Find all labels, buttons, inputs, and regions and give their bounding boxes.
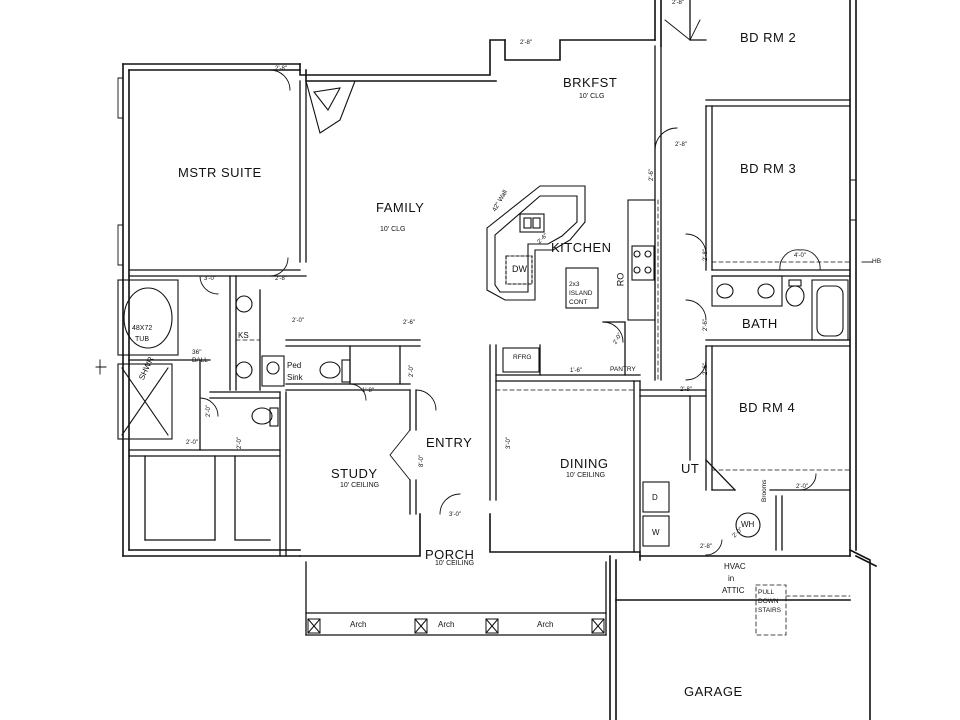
dim-label: 1'-8": [362, 388, 374, 394]
room-ceiling-dining: 10' CEILING: [566, 472, 606, 479]
room-label-dining: DINING: [560, 456, 609, 471]
dim-label: 2'-8": [275, 66, 287, 72]
dim-label: 3'-0": [204, 276, 216, 282]
label-island-1: 2x3: [569, 281, 580, 288]
label-hvac-attic: ATTIC: [722, 586, 745, 595]
label-rfrg: RFRG: [513, 354, 532, 361]
dim-label: 2'-8": [675, 142, 687, 148]
dim-label: 2'-8": [275, 276, 287, 282]
kitchen-counters: [305, 80, 656, 373]
room-label-entry: ENTRY: [426, 435, 473, 450]
dim-label: 1'-6": [570, 368, 582, 374]
label-stairs: STAIRS: [758, 607, 781, 614]
door-swings: [95, 19, 873, 556]
label-dw: DW: [512, 264, 527, 274]
dim-label: 2'-6": [702, 363, 709, 375]
label-arch-3: Arch: [537, 620, 554, 629]
dim-label: 2'-0": [205, 405, 212, 417]
label-wh: WH: [741, 520, 755, 529]
room-label-study: STUDY: [331, 466, 378, 481]
room-label-mstr-suite: MSTR SUITE: [178, 165, 262, 180]
label-sink: Sink: [287, 373, 303, 382]
dashed-lines: [235, 199, 851, 636]
dim-label: 2'-8": [680, 387, 692, 393]
label-dryer: D: [652, 493, 658, 502]
label-arch-2: Arch: [438, 620, 455, 629]
room-label-brkfst: BRKFST: [563, 75, 618, 90]
dim-label: 2'-8": [700, 544, 712, 550]
label-ball-size: 36": [192, 349, 202, 356]
dim-label: 2'-6": [648, 169, 655, 181]
label-ped: Ped: [287, 361, 302, 370]
label-island-2: ISLAND: [569, 290, 593, 297]
label-washer: W: [652, 528, 660, 537]
label-down: DOWN: [758, 598, 779, 605]
bath-fixtures: [117, 275, 849, 547]
label-arch-1: Arch: [350, 620, 367, 629]
label-tub: TUB: [135, 336, 149, 343]
label-pull: PULL: [758, 589, 775, 596]
exterior-walls: [122, 0, 878, 720]
label-brooms: Brooms: [761, 479, 768, 502]
label-hvac-in: in: [728, 574, 735, 583]
room-ceiling-brkfst: 10' CLG: [579, 93, 605, 100]
label-hb: HB: [872, 258, 882, 265]
label-ball: BALL: [192, 357, 208, 364]
room-label-bath: BATH: [742, 316, 778, 331]
room-label-family: FAMILY: [376, 200, 425, 215]
dim-label: 2'-8": [520, 40, 532, 46]
dim-label: 2'-8": [672, 0, 684, 6]
dim-label: 3'-0": [505, 437, 512, 449]
dim-label: 2'-6": [403, 320, 415, 326]
dim-label: 2'-0": [236, 437, 243, 449]
room-label-bd-rm-4: BD RM 4: [739, 400, 796, 415]
room-label-bd-rm-2: BD RM 2: [740, 30, 797, 45]
label-pantry: PANTRY: [610, 366, 636, 373]
room-label-bd-rm-3: BD RM 3: [740, 161, 797, 176]
interior-walls: [128, 0, 851, 636]
label-tub-size: 48X72: [132, 325, 153, 332]
label-hvac: HVAC: [724, 562, 746, 571]
room-ceiling-family: 10' CLG: [380, 226, 406, 233]
porch-arches: [307, 618, 605, 634]
room-label-kitchen: KITCHEN: [551, 240, 612, 255]
room-label-garage: GARAGE: [684, 684, 743, 699]
dim-label: 2'-0": [186, 440, 198, 446]
dim-label: 2'-0": [292, 318, 304, 324]
label-ks: KS: [238, 331, 249, 340]
dim-label: 4'-0": [794, 253, 806, 259]
room-ceiling-porch: 10' CEILING: [435, 560, 475, 567]
label-ro: RO: [615, 272, 626, 287]
dim-label: 3'-0": [449, 512, 461, 518]
dim-label: 2'-6": [702, 319, 709, 331]
dim-label: 2'-0": [408, 365, 415, 377]
room-label-porch: PORCH: [425, 547, 475, 562]
room-ceiling-study: 10' CEILING: [340, 482, 380, 489]
dim-label: 2'-8": [702, 249, 709, 261]
label-island-3: CONT: [569, 299, 588, 306]
dim-label: 8'-0": [418, 455, 425, 467]
dim-label: 2'-0": [796, 484, 808, 490]
room-label-ut: UT: [681, 461, 700, 476]
